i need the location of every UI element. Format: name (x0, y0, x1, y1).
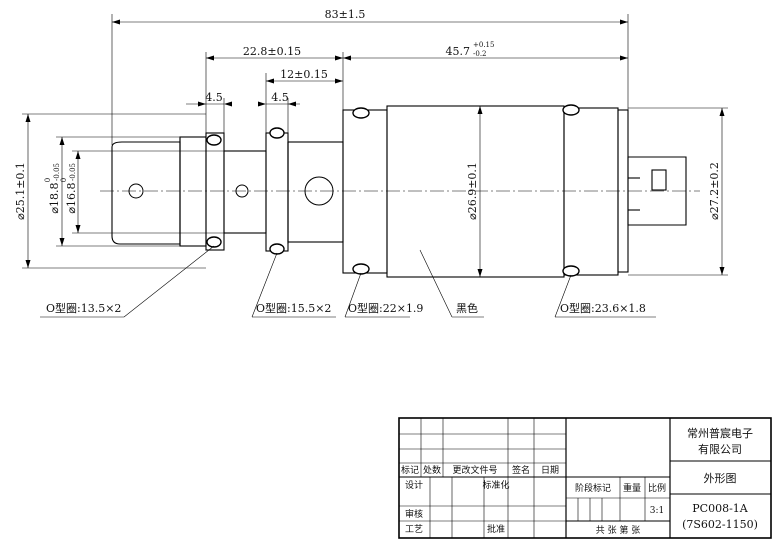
connector-plug (627, 156, 687, 226)
tb-weight: 重量 (623, 482, 641, 494)
tb-sheets: 共 张 第 张 (596, 524, 641, 536)
dim-dia-26-9: ⌀26.9±0.1 (466, 162, 479, 220)
arrowheads (25, 19, 725, 277)
dim-length-a: 22.8±0.15 (243, 45, 301, 58)
middle-body (287, 141, 344, 243)
callout-color-note: 黑色 (456, 301, 478, 315)
o-rings (206, 104, 580, 277)
callout-leaders (40, 245, 656, 318)
tb-part-number: PC008-1A (692, 502, 749, 515)
callout-oring-4: O型圈:23.6×1.8 (560, 301, 646, 315)
tb-part-alt: (7S602-1150) (682, 518, 758, 531)
o-ring-3-bottom (352, 263, 370, 275)
dim-dia-18-8: ⌀18.8 (48, 182, 61, 213)
left-cap (111, 141, 181, 245)
tb-company-line1: 常州普宸电子 (687, 426, 753, 440)
tb-col-date: 日期 (541, 465, 559, 476)
dim-length-b-tol-upper: +0.15 (473, 41, 494, 49)
tb-row-approve: 批准 (487, 523, 505, 535)
neck-2 (223, 150, 267, 234)
tb-scale-value: 3:1 (650, 506, 664, 516)
dim-dia-16-8-tol-lower: -0.05 (69, 163, 77, 181)
title-block (398, 417, 772, 539)
tb-row-design: 设计 (405, 479, 423, 491)
tb-col-mark: 标记 (401, 464, 419, 476)
o-ring-2-top (269, 127, 285, 139)
o-ring-1-bottom (206, 236, 222, 248)
title-block-text: 标记 处数 更改文件号 签名 日期 设计 标准化 审核 工艺 批准 阶段标记 重… (401, 426, 758, 536)
callout-oring-2: O型圈:15.5×2 (256, 301, 331, 315)
dim-length-b-tol-lower: -0.2 (473, 50, 487, 58)
tb-company-line2: 有限公司 (698, 442, 742, 456)
tb-row-review: 审核 (405, 508, 423, 520)
o-ring-1-top (206, 134, 222, 146)
tb-stage-mark: 阶段标记 (575, 482, 611, 494)
tb-drawing-title: 外形图 (704, 472, 737, 485)
dim-overall-length: 83±1.5 (325, 8, 366, 21)
callout-labels: O型圈:13.5×2 O型圈:15.5×2 O型圈:22×1.9 黑色 O型圈:… (46, 301, 646, 315)
dim-dia-25: ⌀25.1±0.1 (14, 162, 27, 220)
tb-col-sign: 签名 (512, 464, 530, 476)
groove-1 (205, 132, 225, 251)
connector-tab (651, 169, 667, 191)
dim-dia-18-8-tol-upper: 0 (44, 178, 52, 182)
dim-dia-18-8-tol-lower: -0.05 (53, 163, 61, 181)
body-flange (342, 109, 388, 274)
callout-oring-3: O型圈:22×1.9 (348, 301, 423, 315)
dim-dia-16-8: ⌀16.8 (65, 182, 78, 213)
callout-oring-1: O型圈:13.5×2 (46, 301, 121, 315)
rear-body (563, 107, 619, 276)
neck-1 (179, 136, 207, 247)
dimension-lines (22, 14, 728, 277)
o-ring-2-bottom (269, 243, 285, 255)
dim-length-c: 12±0.15 (280, 68, 328, 81)
dim-dia-16-8-tol-upper: 0 (60, 178, 68, 182)
o-ring-4-bottom (562, 265, 580, 277)
dim-dia-27-2: ⌀27.2±0.2 (708, 162, 721, 220)
dimension-labels: 83±1.5 22.8±0.15 45.7 +0.15 -0.2 12±0.15… (14, 8, 721, 220)
tb-col-count: 处数 (423, 464, 441, 476)
o-ring-3-top (352, 107, 370, 119)
groove-2 (265, 132, 289, 252)
part-outline (111, 105, 687, 278)
tb-scale-label: 比例 (648, 482, 666, 494)
tb-col-change-doc: 更改文件号 (452, 464, 497, 476)
tb-row-standard: 标准化 (482, 479, 509, 491)
dim-groove-1: 4.5 (205, 91, 223, 104)
dim-length-b: 45.7 (446, 45, 471, 58)
dim-groove-2: 4.5 (271, 91, 289, 104)
o-ring-4-top (562, 104, 580, 116)
tb-row-process: 工艺 (405, 524, 423, 535)
